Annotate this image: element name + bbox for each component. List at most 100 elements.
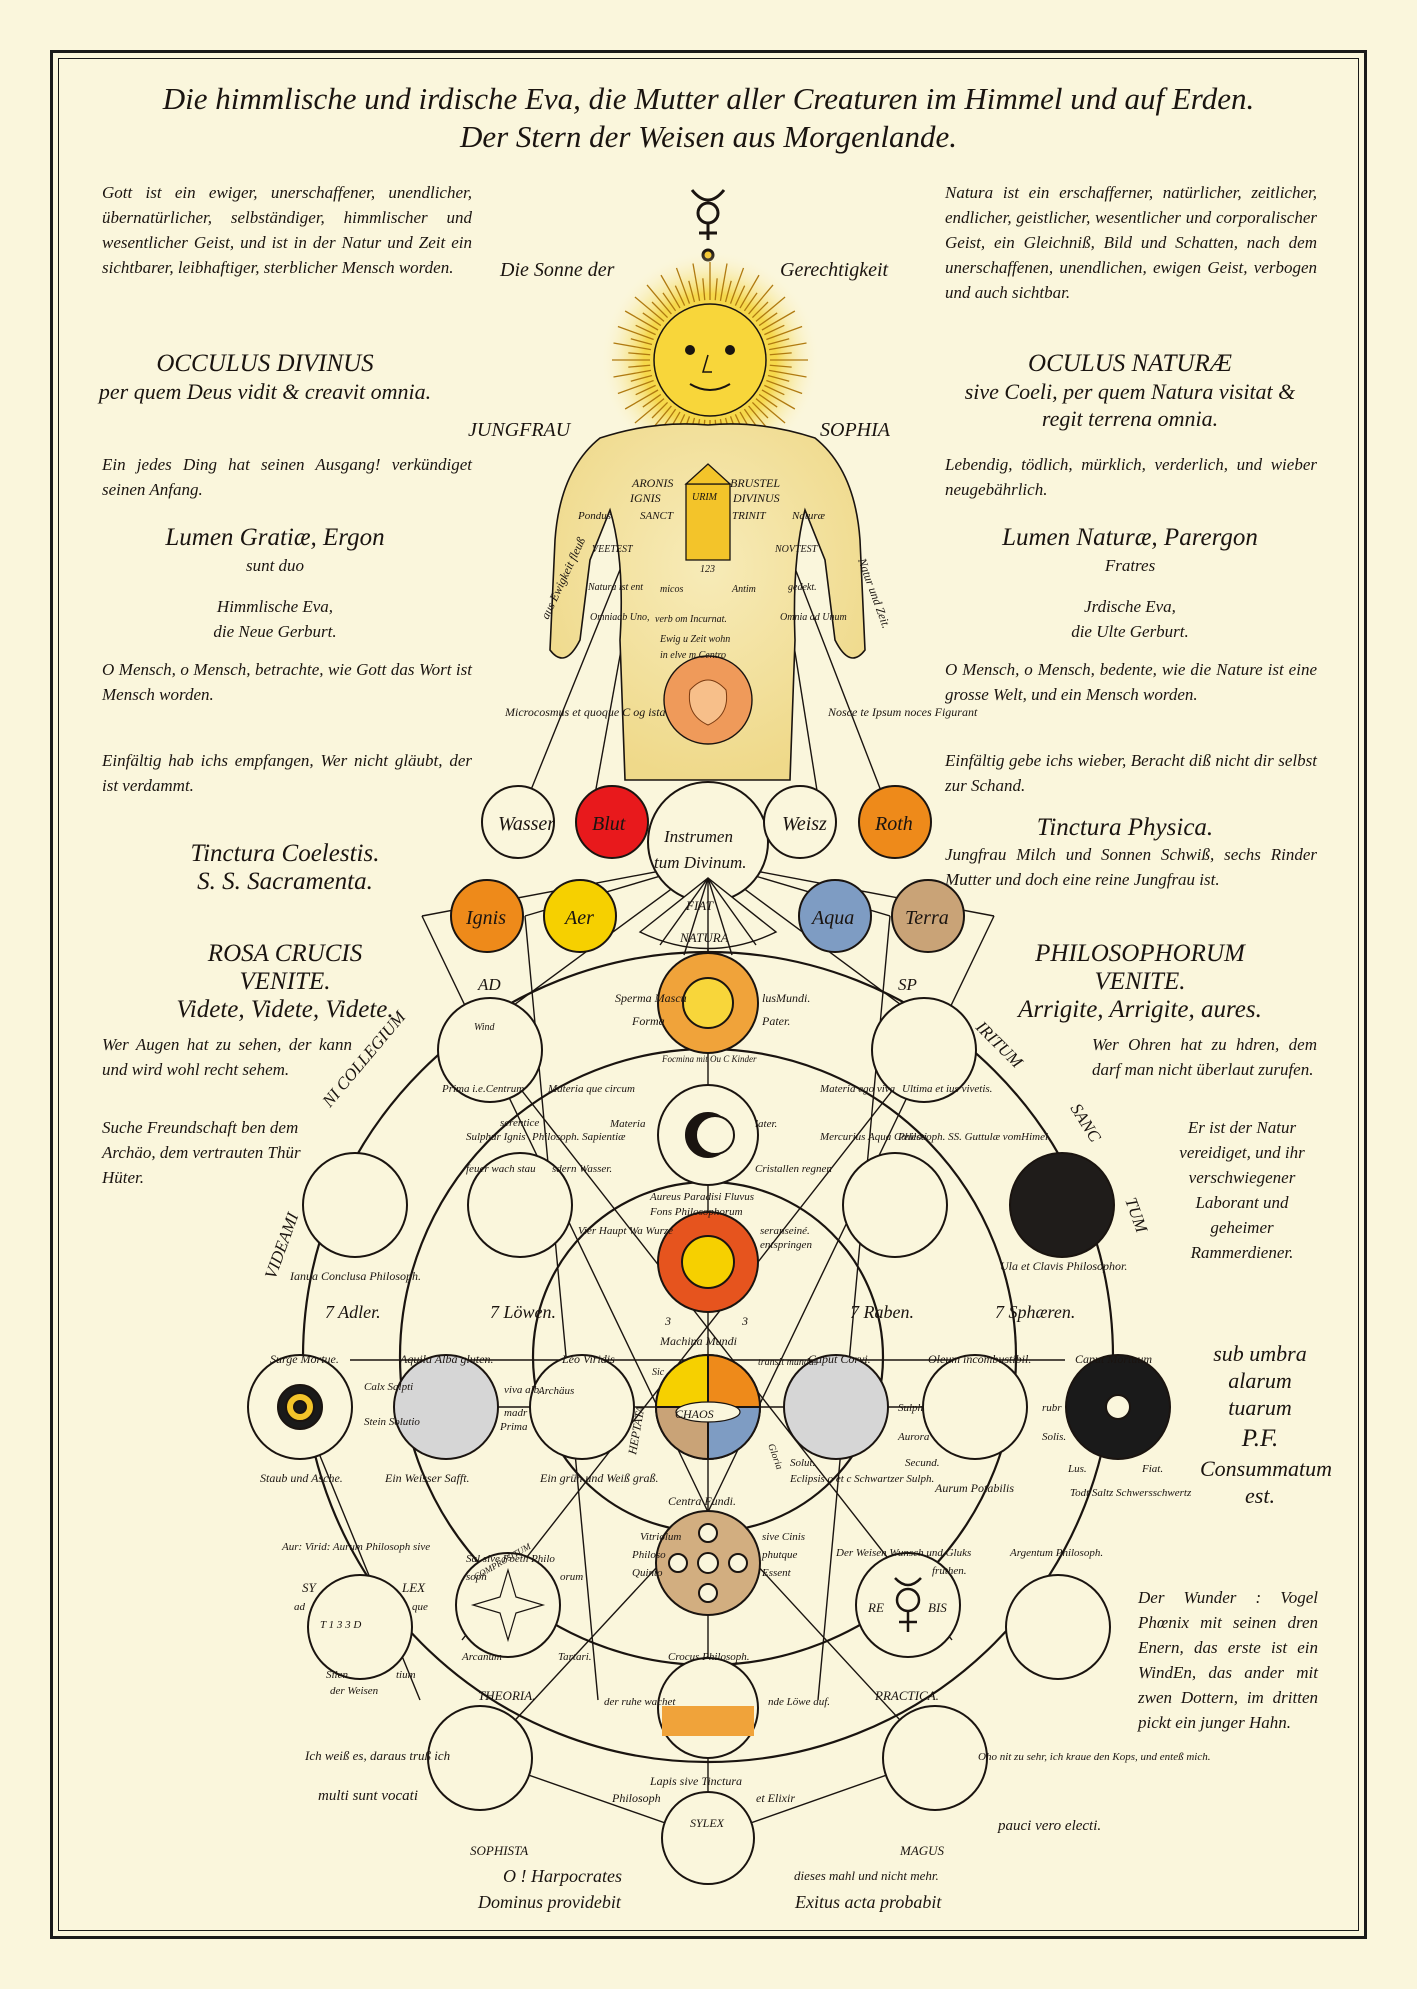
lbl-forma: Forma [631, 1014, 665, 1028]
lbl-leo: Leo Viridis [561, 1352, 615, 1366]
right-eva-sub: die Ulte Gerburt. [1071, 622, 1189, 641]
magus-circle [882, 1705, 988, 1811]
lbl-ignis: Ignis [465, 907, 506, 929]
middle-row-circles [247, 1354, 1171, 1460]
left-rosa-3: Videte, Videte, Videte. [176, 996, 394, 1023]
sylex-circle [661, 1791, 755, 1885]
mercury-icon [894, 1577, 922, 1632]
lbl-solut: Solut. [790, 1457, 815, 1469]
right-jungfrau: Jungfrau Milch und Sonnen Schwiß, sechs … [945, 845, 1317, 889]
wasser-circle [481, 785, 555, 859]
right-philo-2: VENITE. [1094, 968, 1186, 995]
sun-ray [617, 325, 654, 341]
left-oculus-title: OCCULUS DIVINUS [156, 350, 374, 377]
mercurius-circle [842, 1152, 948, 1258]
sophista-circle [427, 1705, 533, 1811]
sun-ray [748, 284, 774, 315]
sun-ray [662, 292, 677, 312]
left-oculus-sub: per quem Deus vidit & creavit omnia. [98, 379, 432, 404]
lbl-mercurius: Mercurius Aqua Cœlesti [819, 1131, 927, 1143]
lbl-magus: MAGUS [899, 1843, 945, 1858]
right-eva: Jrdische Eva, [1084, 597, 1176, 616]
sun-ray [767, 338, 790, 346]
title-line-2: Der Stern der Weisen aus Morgenlande. [459, 119, 958, 154]
lbl-ni-collegium: NI COLLEGIUM [318, 1007, 410, 1111]
lower-side-circles [307, 1552, 1111, 1811]
lbl-pondus: Pondus [577, 510, 611, 522]
lbl-sonne: Die Sonne der [499, 259, 615, 281]
sophia-figure [549, 423, 866, 781]
lbl-verb: verb om Incurnat. [655, 614, 727, 625]
sun-of-righteousness [600, 250, 820, 470]
sun-ray [755, 398, 786, 424]
sun-ray [642, 393, 662, 408]
aqua-circle [798, 879, 872, 953]
rebis-circle [855, 1552, 961, 1658]
sun-ray [702, 278, 706, 301]
lbl-adler: 7 Adler. [325, 1302, 381, 1322]
lbl-lus: Lus. [1067, 1463, 1087, 1475]
left-rosa-2: VENITE. [239, 968, 331, 995]
lbl-sperma: Sperma Mascu [615, 991, 687, 1005]
left-suche: Suche Freundschaft ben dem Archäo, dem v… [102, 1118, 301, 1187]
lbl-jungfrau: JUNGFRAU [468, 419, 572, 441]
right-oculus-sub: sive Coeli, per quem Natura visitat & re… [964, 379, 1296, 431]
lbl-crystallen: Cristallen regnen [755, 1163, 832, 1175]
sun-ray [758, 393, 778, 408]
lbl-archaus: Archäus [537, 1385, 574, 1397]
right-umbra: sub umbra alarum tuarum [1213, 1341, 1307, 1420]
lbl-micro-left: Microcosmus et quoque C og ista [504, 705, 666, 719]
lbl-micos: micos [660, 584, 683, 595]
lbl-sophia: SOPHIA [820, 419, 891, 441]
right-consummatum: Consummatum est. [1200, 1456, 1333, 1508]
lbl-calx: Calx Salpti [364, 1381, 413, 1393]
left-lumen-sub: sunt duo [245, 556, 305, 575]
lbl-machina: Machina Mundi [659, 1334, 737, 1348]
lbl-sdern: sdern Wasser. [552, 1163, 612, 1175]
sun-ray [739, 274, 760, 309]
lbl-bis: BIS [928, 1600, 947, 1615]
lbl-prima-m: Prima [499, 1421, 528, 1433]
lbl-viva: viva alb. [504, 1384, 542, 1396]
lbl-todt: Todt Saltz Schwersschwertz [1070, 1487, 1192, 1499]
lbl-aronis: ARONIS [631, 476, 673, 490]
lbl-sanc: SANC [1067, 1100, 1105, 1146]
lbl-ianua: Ianua Conclusa Philosoph. [289, 1269, 421, 1283]
lbl-sulph: Sulph [898, 1402, 924, 1414]
central-column [654, 952, 762, 1885]
svg-labels: Die Sonne der Gerechtigkeit JUNGFRAU SOP… [260, 259, 1211, 1912]
lbl-instrumen: Instrumen [663, 827, 733, 846]
lbl-cinis: sive Cinis [762, 1531, 805, 1543]
lbl-lowen: 7 Löwen. [490, 1302, 556, 1322]
inner-frame [58, 58, 1359, 1931]
lbl-aur-virid: Aur: Virid: Aurum Philosoph sive [281, 1541, 430, 1553]
sun-ray [651, 301, 669, 319]
lbl-transit: transit mundus [758, 1357, 818, 1368]
lbl-ich-weiss: Ich weiß es, daraus truß ich [304, 1748, 450, 1763]
lbl-seranseine: seranseiné. [760, 1225, 810, 1237]
lbl-naturae: Naturæ [791, 510, 826, 522]
left-ding: Ein jedes Ding hat seinen Ausgang! verkü… [102, 455, 472, 499]
sun-ray [674, 285, 686, 306]
lbl-philosoph-g: Philosoph. SS. Guttulæ vomHimel. [897, 1131, 1051, 1143]
lbl-harpocrates: O ! Harpocrates [503, 1866, 622, 1886]
lbl-entspringen: entspringen [760, 1239, 812, 1251]
sun-ray [764, 384, 785, 396]
lbl-divinus: DIVINUS [732, 491, 780, 505]
sun-ray [642, 312, 662, 327]
terra-circle [891, 879, 965, 953]
lbl-philoso: Philoso [631, 1549, 666, 1561]
sun-ray [729, 267, 745, 304]
lbl-novtest: NOVTEST [774, 544, 819, 555]
right-philo-3: Arrigite, Arrigite, aures. [1018, 996, 1262, 1023]
sun-ray [766, 379, 803, 395]
right-lumen-sub: Fratres [1104, 556, 1156, 575]
sun-ray [628, 352, 651, 356]
lbl-fons: Fons Philosophorum [649, 1206, 743, 1218]
skeleton-circle [871, 997, 977, 1103]
right-philo: PHILOSOPHORUM [1035, 940, 1245, 967]
right-intro: Natura ist ein erschafferner, natürliche… [945, 183, 1317, 302]
sun-ray [768, 342, 807, 351]
sun-ray [635, 384, 656, 396]
ianua-circle [302, 1152, 408, 1258]
